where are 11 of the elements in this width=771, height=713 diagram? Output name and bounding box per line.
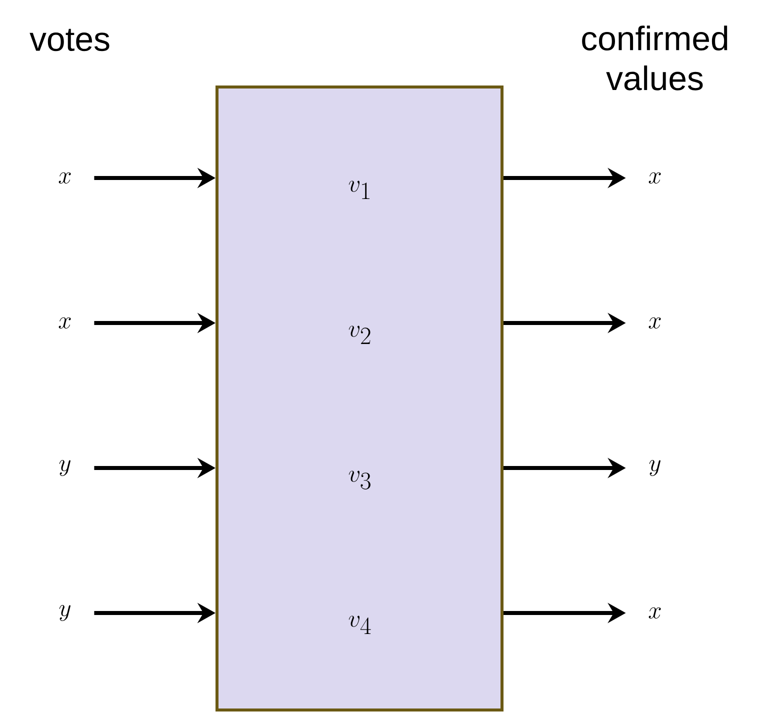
variable-label: $x$: [58, 317, 71, 329]
variable-label: $y$: [59, 460, 70, 476]
variable-label: $x$: [58, 172, 71, 184]
variable-label: $x$: [648, 317, 661, 329]
variable-label: $y$: [649, 460, 660, 476]
process-box: $v_1$ $v_2$ $v_3$ $v_4$: [216, 86, 504, 712]
heading-label: votes: [30, 28, 110, 52]
variable-label: $y$: [59, 605, 70, 621]
variable-label: $x$: [648, 607, 661, 619]
variable-label: $x$: [648, 172, 661, 184]
heading-label: confirmed values: [582, 26, 728, 90]
